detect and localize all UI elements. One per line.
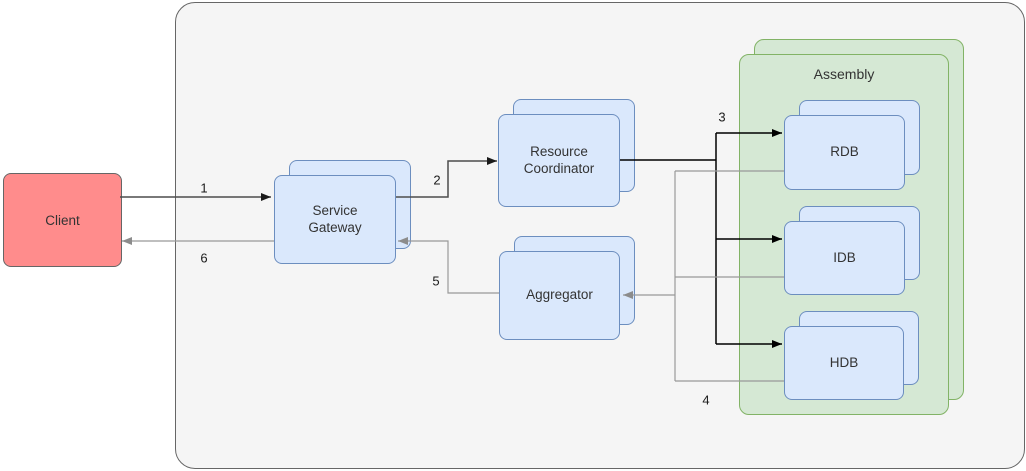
flow-step-4-label: 4 [702,392,710,408]
node-rdb: RDB [784,100,920,190]
group-assembly-label: Assembly [813,66,875,82]
node-aggregator: Aggregator [499,236,635,340]
flow-step-6-label: 6 [200,250,208,266]
node-client-label: Client [45,212,80,228]
flow-step-1-label: 1 [200,180,208,196]
node-aggregator-label: Aggregator [526,287,593,303]
node-client: Client [3,173,122,267]
node-resource-coordinator: Resource Coordinator [498,99,635,207]
node-resource-coordinator-front-layer: Resource Coordinator [498,114,620,207]
flow-step-3-label: 3 [718,109,726,125]
node-hdb: HDB [784,311,919,400]
node-idb: IDB [784,206,920,295]
node-aggregator-front-layer: Aggregator [499,251,620,340]
node-hdb-front-layer: HDB [784,326,904,400]
node-rdb-front-layer: RDB [784,115,905,190]
node-service-gateway: Service Gateway [274,160,411,264]
flow-step-5-label: 5 [432,273,440,289]
node-service-gateway-label: Service Gateway [308,202,362,235]
flow-step-2-label: 2 [433,172,441,188]
node-hdb-label: HDB [829,354,859,370]
node-rdb-label: RDB [830,144,859,160]
node-service-gateway-front-layer: Service Gateway [274,175,396,264]
node-resource-coordinator-label: Resource Coordinator [523,143,595,176]
node-idb-front-layer: IDB [784,221,905,295]
node-idb-label: IDB [833,249,856,265]
